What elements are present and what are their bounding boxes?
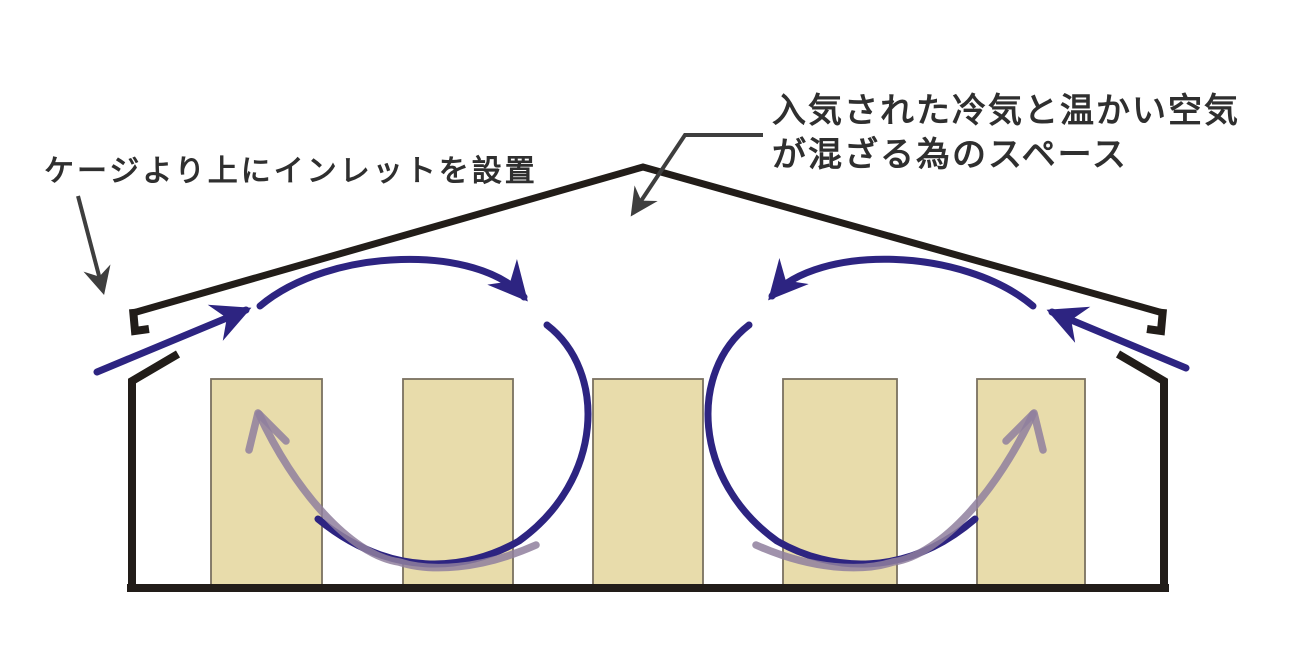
mixing-label-pointer-arrow <box>630 133 763 217</box>
right-inlet-air-arrow <box>1046 306 1190 372</box>
mixing-space-label-line1: 入気された冷気と温かい空気 <box>772 92 1240 130</box>
right-rising-air-arrowhead <box>1002 409 1047 454</box>
right-wall <box>1115 350 1168 592</box>
left-eave-inlet-hook <box>129 308 150 336</box>
left-rising-air-arrow <box>255 410 540 572</box>
inlet-label-pointer-arrow <box>76 195 111 296</box>
cage-row <box>210 378 1086 588</box>
roof <box>132 163 1164 317</box>
right-rising-air-arrow <box>752 410 1037 572</box>
cage-1 <box>210 378 323 588</box>
cage-3 <box>592 378 704 588</box>
inlet-placement-label: ケージより上にインレットを設置 <box>44 155 538 188</box>
left-loop-top-arrow <box>256 256 528 310</box>
right-loop-top-arrow <box>768 255 1037 310</box>
mixing-space-label: 入気された冷気と温かい空気 が混ざる為のスペース <box>772 89 1240 177</box>
mixing-space-label-line2: が混ざる為のスペース <box>772 136 1128 174</box>
right-eave-inlet-hook <box>1146 308 1167 336</box>
left-rising-air-arrowhead <box>245 409 290 454</box>
left-inlet-air-arrow <box>93 304 252 376</box>
left-wall <box>128 350 181 592</box>
